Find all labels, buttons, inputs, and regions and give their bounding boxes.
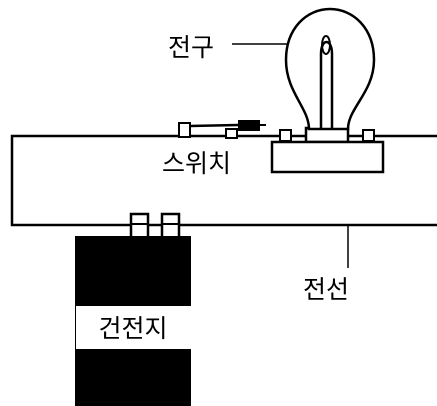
switch-label: 스위치 (162, 149, 231, 178)
bulb-base (270, 126, 385, 174)
switch-post-right (225, 128, 238, 139)
bulb-socket (270, 140, 385, 174)
battery-label: 건전지 (98, 314, 167, 343)
bulb-filament (319, 40, 334, 129)
switch-post-left (178, 122, 191, 138)
switch-lever (189, 123, 239, 128)
wire-label: 전선 (303, 275, 349, 304)
battery-label-box (76, 306, 191, 349)
battery: 건전지 (75, 212, 191, 406)
bulb-filament-loop (321, 35, 331, 55)
battery-terminal-left (129, 212, 150, 240)
bulb-label: 전구 (168, 33, 214, 62)
switch-handle (238, 120, 260, 131)
socket-pin-left (279, 129, 292, 142)
bulb-glass (284, 7, 376, 131)
switch (178, 120, 266, 139)
battery-terminal-right (160, 212, 181, 240)
socket-pin-right (362, 129, 375, 142)
bulb (284, 7, 376, 131)
